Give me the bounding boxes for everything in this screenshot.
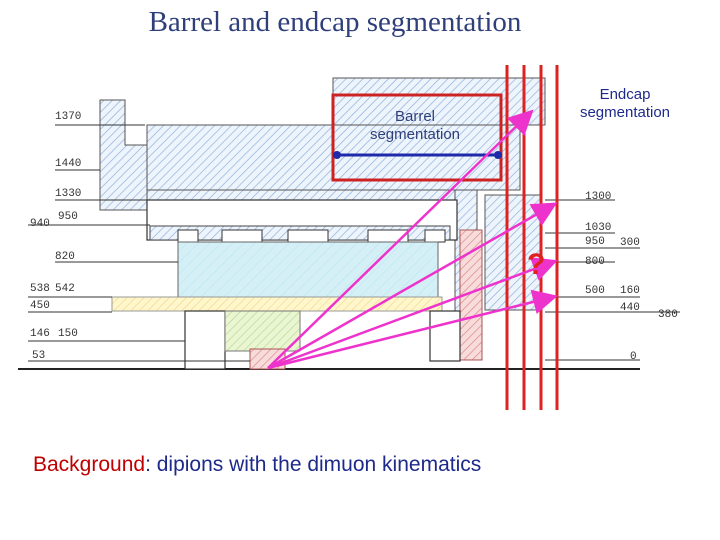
coil-blocks bbox=[177, 229, 446, 243]
barrel-segmentation-box bbox=[331, 93, 503, 182]
trajectory-arrows bbox=[267, 109, 558, 370]
question-mark: ? bbox=[527, 248, 545, 281]
endcap-segmentation-bars bbox=[505, 65, 559, 410]
arrow-middle bbox=[267, 257, 558, 370]
endcap-label-line1: Endcap bbox=[599, 86, 651, 103]
right-dimension-lines bbox=[545, 199, 680, 361]
dim-1030: 1030 bbox=[585, 222, 611, 234]
dim-0: 0 bbox=[630, 351, 637, 363]
dim-53: 53 bbox=[32, 350, 45, 362]
dim-538: 538 bbox=[30, 283, 50, 295]
dim-940: 940 bbox=[30, 218, 50, 230]
arrow-lower bbox=[267, 289, 558, 370]
barrel-segmentation-label: Barrel segmentation bbox=[340, 108, 490, 144]
dim-450: 450 bbox=[30, 300, 50, 312]
dim-440: 440 bbox=[620, 302, 640, 314]
dim-1440: 1440 bbox=[55, 158, 81, 170]
dim-542: 542 bbox=[55, 283, 75, 295]
slide-title: Barrel and endcap segmentation bbox=[148, 6, 522, 38]
dim-1330: 1330 bbox=[55, 188, 81, 200]
barrel-label-line2: segmentation bbox=[369, 126, 461, 143]
dim-380: 380 bbox=[658, 309, 678, 321]
endcap-label-line2: segmentation bbox=[579, 104, 671, 121]
support-frame bbox=[184, 310, 226, 370]
endcap-absorber bbox=[459, 229, 483, 361]
calorimeter bbox=[177, 241, 439, 298]
dim-820: 820 bbox=[55, 251, 75, 263]
arrow-barrel bbox=[267, 109, 534, 369]
yellow-band bbox=[111, 296, 443, 312]
background-description: : dipions with the dimuon kinematics bbox=[145, 453, 482, 476]
dim-500: 500 bbox=[585, 285, 605, 297]
dim-150: 150 bbox=[58, 328, 78, 340]
background-caption: Background: dipions with the dimuon kine… bbox=[33, 453, 481, 477]
left-dimension-lines bbox=[28, 124, 250, 362]
right-dimension-labels: 1300 1030 950 800 300 500 160 440 380 0 bbox=[585, 191, 678, 363]
dim-1300: 1300 bbox=[585, 191, 611, 203]
background-key: Background bbox=[33, 453, 146, 476]
arrow-upper bbox=[267, 202, 558, 370]
dim-800: 800 bbox=[585, 256, 605, 268]
dim-300: 300 bbox=[620, 237, 640, 249]
dim-950-right: 950 bbox=[585, 236, 605, 248]
dim-146: 146 bbox=[30, 328, 50, 340]
dim-1370: 1370 bbox=[55, 111, 81, 123]
inner-green bbox=[224, 310, 301, 352]
dim-160: 160 bbox=[620, 285, 640, 297]
endcap-segmentation-label: Endcap segmentation bbox=[560, 86, 690, 122]
left-dimension-labels: 1370 1440 1330 940 950 820 538 542 450 1… bbox=[30, 111, 81, 362]
barrel-label-line1: Barrel bbox=[394, 108, 435, 125]
dim-950: 950 bbox=[58, 211, 78, 223]
